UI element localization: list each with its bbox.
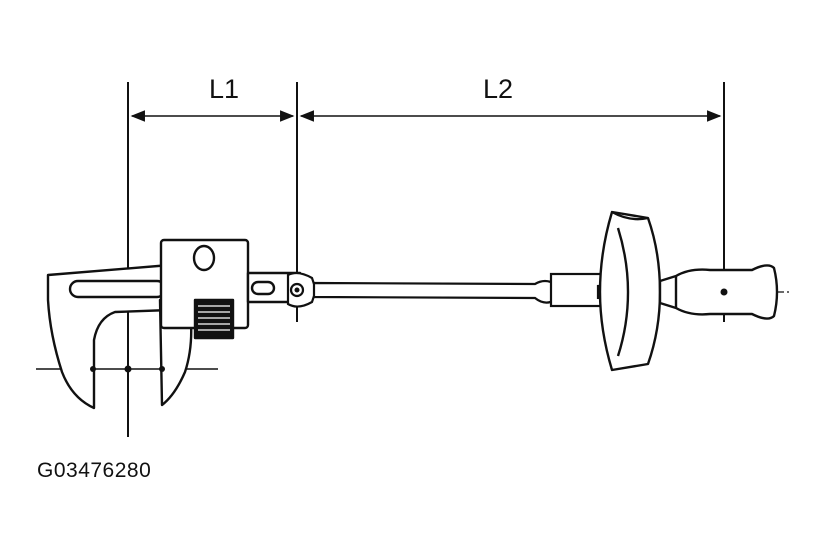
frame-slot: [68, 279, 167, 299]
jaw-center-dot: [124, 365, 132, 373]
dimension-label-l2: L2: [483, 74, 514, 104]
bolt-hole: [192, 244, 216, 272]
handle-grip: [658, 264, 779, 320]
pivot-center-dot: [294, 287, 300, 293]
fixed-jaw: [46, 263, 172, 410]
pivot-joint: [286, 271, 318, 308]
adjustable-wrench: [46, 238, 302, 410]
torque-wrench-shaft: [312, 272, 647, 308]
handle-center-dot: [720, 288, 728, 296]
arm-slot: [250, 280, 276, 296]
torque-dial-plate: [598, 210, 662, 372]
worm-knurl: [198, 305, 230, 331]
jaw-side-dot: [90, 366, 96, 372]
figure-code: G03476280: [37, 459, 152, 482]
dimension-label-l1: L1: [209, 74, 240, 104]
jaw-side-dot-2: [159, 366, 165, 372]
